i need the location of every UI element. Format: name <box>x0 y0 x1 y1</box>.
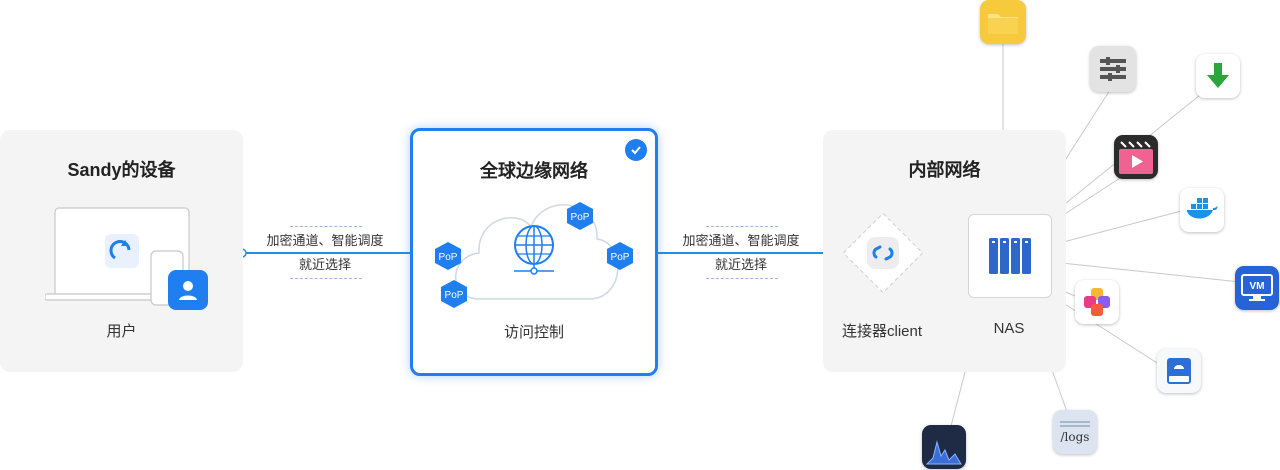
network-panel-title: 全球边缘网络 <box>480 161 588 181</box>
pop-label: PoP <box>439 252 458 263</box>
video-station-icon[interactable] <box>1114 135 1158 179</box>
user-label: 用户 <box>106 323 137 340</box>
folder-icon[interactable] <box>980 0 1026 44</box>
logs-icon[interactable]: /logs <box>1053 410 1097 454</box>
pop-node-right: PoP <box>605 241 635 271</box>
connector-icon <box>842 212 924 294</box>
nas-label: NAS <box>993 320 1025 337</box>
pop-node-top: PoP <box>565 201 595 231</box>
photos-icon[interactable] <box>1075 280 1119 324</box>
nas-icon <box>989 238 1031 274</box>
pop-node-left: PoP <box>433 241 463 271</box>
storage-icon[interactable] <box>1157 349 1201 393</box>
vm-icon[interactable]: VM <box>1235 266 1279 310</box>
resource-monitor-icon[interactable] <box>922 425 966 469</box>
pop-label: PoP <box>445 290 464 301</box>
docker-icon[interactable] <box>1180 188 1224 232</box>
logs-label: /logs <box>1060 429 1090 444</box>
pop-node-bottom: PoP <box>439 279 469 309</box>
pop-label: PoP <box>571 212 590 223</box>
left-link-label-2: 就近选择 <box>298 257 351 272</box>
checkmark-icon <box>625 139 647 161</box>
global-edge-network-panel: 全球边缘网络 PoP PoP PoP PoP 访问控制 <box>410 128 658 376</box>
vm-label: VM <box>1250 281 1265 292</box>
download-icon[interactable] <box>1196 54 1240 98</box>
right-link-dash-bottom <box>706 278 778 279</box>
connector-label: 连接器client <box>841 323 923 340</box>
right-link-label-1: 加密通道、智能调度 <box>682 233 800 248</box>
left-link-dash-bottom <box>290 278 362 279</box>
control-panel-icon[interactable] <box>1090 46 1136 92</box>
left-link-dash-top <box>290 226 362 227</box>
right-link-dash-top <box>706 226 778 227</box>
nas-device[interactable] <box>968 214 1052 298</box>
device-panel-title: Sandy的设备 <box>67 160 176 180</box>
access-control-label: 访问控制 <box>503 324 564 341</box>
device-panel: Sandy的设备 用户 <box>0 130 243 372</box>
internal-panel-title: 内部网络 <box>908 160 981 180</box>
pop-label: PoP <box>611 252 630 263</box>
right-link-label-2: 就近选择 <box>714 257 767 272</box>
left-link-label-1: 加密通道、智能调度 <box>266 233 384 248</box>
globe-icon <box>514 225 554 275</box>
internal-network-panel: 内部网络 连接器client NAS <box>823 130 1066 372</box>
user-avatar-icon <box>168 270 208 310</box>
